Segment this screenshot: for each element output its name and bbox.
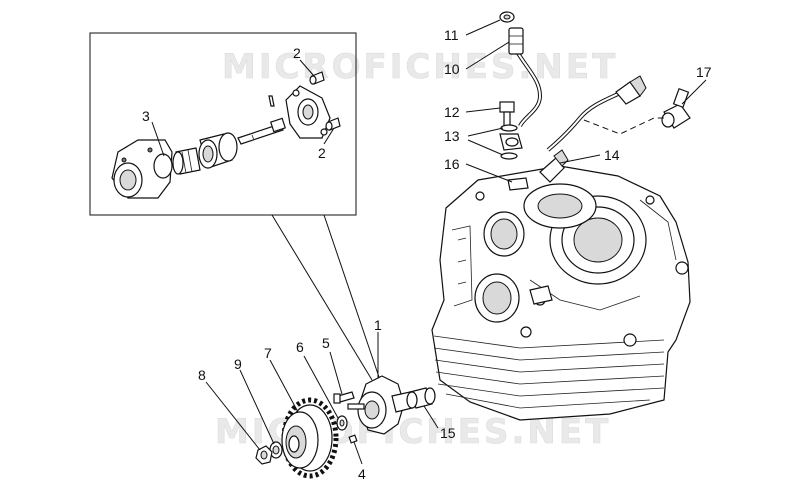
inset-rotor-outer [198,132,238,169]
banjo-bolt-12 [499,101,515,127]
leader-2b [323,127,335,145]
callout-16: 16 [444,156,460,172]
part-17 [661,88,691,129]
callout-6: 6 [296,339,304,355]
inset-detail-box [89,32,357,216]
callout-1: 1 [374,317,382,333]
inset-pump-body [111,139,173,199]
leader-15 [423,405,439,429]
callout-5: 5 [322,335,330,351]
dashed-routing-line [583,117,664,135]
callout-4: 4 [358,466,366,482]
leader-7 [269,359,299,413]
inset-dowel-top [309,71,325,85]
pin-4 [348,434,358,444]
callout-7: 7 [264,345,272,361]
leader-11 [465,19,501,36]
inset-rotor-inner [172,147,201,175]
washers-13 [499,124,523,160]
callout-13: 13 [444,128,460,144]
fitting-16 [507,177,529,191]
callout-9: 9 [234,356,242,372]
gear-7 [281,397,339,479]
inset-cover-plate [285,85,331,139]
bolt-5 [333,391,355,404]
leader-3 [151,121,165,157]
callout-2b: 2 [318,145,326,161]
filter-15 [406,387,436,409]
sensor-connector [615,75,647,105]
leader-12 [465,107,501,113]
leader-13b [467,139,504,156]
leader-9 [239,369,275,445]
inset-leader-left [271,214,373,381]
washer-9 [269,441,283,459]
leader-13a [467,127,504,137]
callout-8: 8 [198,367,206,383]
callout-3: 3 [142,108,150,124]
callout-14: 14 [604,147,620,163]
leader-10 [465,41,510,70]
inset-leader-right [323,214,381,381]
oil-pump-1 [347,375,413,435]
inset-dowel-bottom [325,117,341,131]
inset-shaft [237,117,287,145]
callout-15: 15 [440,425,456,441]
leader-16 [465,163,513,183]
callout-10: 10 [444,61,460,77]
washer-11 [499,11,515,23]
leader-6 [303,355,339,419]
inset-pin [268,95,275,107]
leader-14 [559,154,601,164]
sensor-cable [546,92,619,152]
pipe-union-10 [508,27,524,55]
leader-2a [299,59,315,77]
washer-6 [336,415,348,431]
nut-8 [255,445,273,465]
callout-11: 11 [444,27,459,43]
crankcase [431,165,691,421]
callout-12: 12 [444,104,460,120]
callout-17: 17 [696,64,712,80]
watermark-top: MICROFICHES.NET [222,47,618,87]
oil-pipe [514,48,543,128]
leader-8 [205,381,261,451]
callout-2a: 2 [293,45,301,61]
leader-5 [329,351,343,395]
leader-17 [681,79,707,105]
leader-4 [353,441,363,465]
